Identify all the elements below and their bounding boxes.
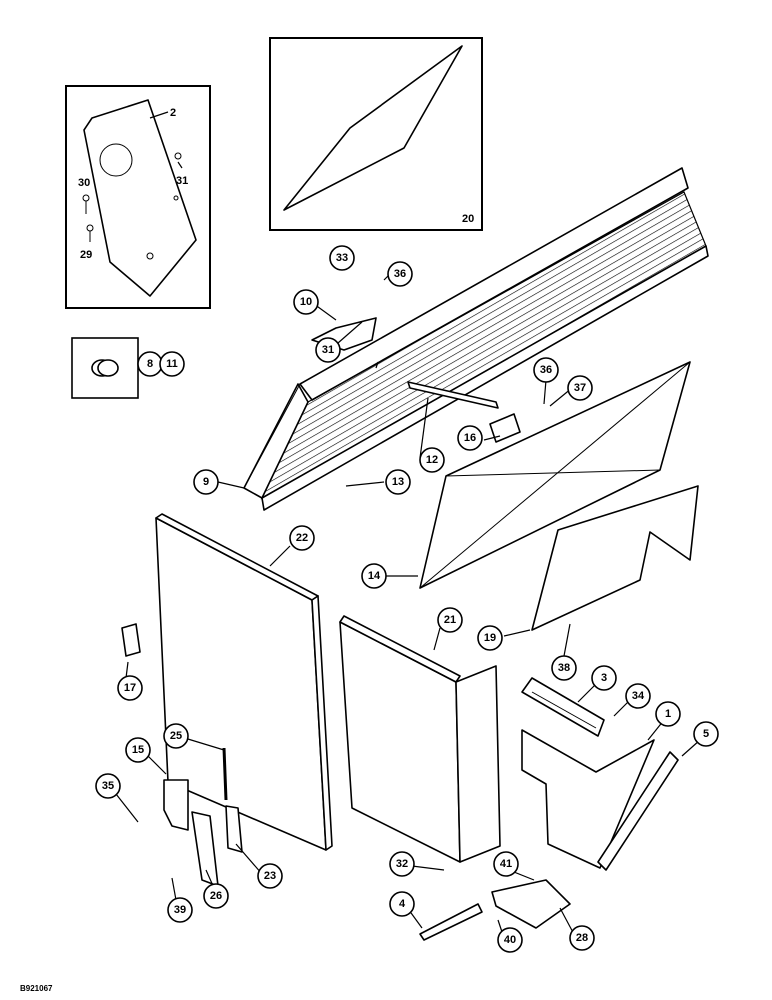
bracket-16 — [489, 413, 521, 443]
label-20: 20 — [462, 213, 474, 225]
callout-1: 1 — [655, 701, 681, 727]
label-2: 2 — [170, 107, 176, 119]
callout-40: 40 — [497, 927, 523, 953]
callout-22: 22 — [289, 525, 315, 551]
bracket-28 — [491, 879, 571, 929]
callout-9: 9 — [193, 469, 219, 495]
label-30: 30 — [78, 177, 90, 189]
callout-17: 17 — [117, 675, 143, 701]
svg-text:1: 1 — [665, 708, 671, 720]
callout-11: 11 — [159, 351, 185, 377]
svg-text:36: 36 — [394, 268, 406, 280]
svg-text:21: 21 — [444, 614, 456, 626]
callout-15: 15 — [125, 737, 151, 763]
svg-text:10: 10 — [300, 296, 312, 308]
svg-text:38: 38 — [558, 662, 570, 674]
callout-32: 32 — [389, 851, 415, 877]
svg-text:31: 31 — [322, 344, 334, 356]
svg-text:23: 23 — [264, 870, 276, 882]
svg-text:34: 34 — [632, 690, 645, 702]
svg-text:4: 4 — [399, 898, 406, 910]
callout-26: 26 — [203, 883, 229, 909]
strip-4 — [419, 903, 483, 941]
callout-36a: 36 — [387, 261, 413, 287]
svg-text:14: 14 — [368, 570, 381, 582]
callout-33: 33 — [329, 245, 355, 271]
callout-25: 25 — [163, 723, 189, 749]
label-29: 29 — [80, 249, 92, 261]
inset-box-part-2: 2 30 29 31 — [65, 85, 211, 309]
svg-text:15: 15 — [132, 744, 144, 756]
callout-3: 3 — [591, 665, 617, 691]
svg-text:35: 35 — [102, 780, 114, 792]
callout-21: 21 — [437, 607, 463, 633]
drawing-id: B921067 — [20, 984, 53, 993]
svg-text:8: 8 — [147, 358, 153, 370]
door-panel-22 — [155, 513, 333, 851]
svg-text:40: 40 — [504, 934, 516, 946]
svg-text:12: 12 — [426, 454, 438, 466]
bracket-1 — [521, 729, 655, 869]
svg-text:3: 3 — [601, 672, 607, 684]
rod-25 — [222, 747, 228, 801]
callout-31b: 31 — [315, 337, 341, 363]
callout-13: 13 — [385, 469, 411, 495]
svg-text:33: 33 — [336, 252, 348, 264]
callout-16: 16 — [457, 425, 483, 451]
nut-31 — [174, 152, 182, 160]
latch-17 — [121, 623, 141, 657]
svg-text:11: 11 — [166, 358, 178, 370]
bracket-15 — [163, 779, 189, 831]
cover-panel-20 — [283, 45, 463, 211]
svg-text:25: 25 — [170, 730, 182, 742]
panel-19 — [531, 485, 699, 631]
bracket-3 — [521, 677, 605, 737]
bracket-26 — [191, 811, 219, 887]
bolt-30 — [82, 194, 90, 214]
callout-23: 23 — [257, 863, 283, 889]
callout-35: 35 — [95, 773, 121, 799]
svg-text:13: 13 — [392, 476, 404, 488]
callout-14: 14 — [361, 563, 387, 589]
callout-19: 19 — [477, 625, 503, 651]
inset-box-part-20: 20 — [269, 37, 483, 231]
callout-12: 12 — [419, 447, 445, 473]
svg-text:39: 39 — [174, 904, 186, 916]
callout-4: 4 — [389, 891, 415, 917]
callout-38: 38 — [551, 655, 577, 681]
callout-37: 37 — [567, 375, 593, 401]
strip-5 — [597, 751, 679, 871]
callout-34: 34 — [625, 683, 651, 709]
box-panel-21 — [339, 615, 501, 863]
svg-text:26: 26 — [210, 890, 222, 902]
svg-text:41: 41 — [500, 858, 512, 870]
svg-text:16: 16 — [464, 432, 476, 444]
callout-41: 41 — [493, 851, 519, 877]
knob-box — [71, 337, 139, 399]
callout-39: 39 — [167, 897, 193, 923]
svg-text:17: 17 — [124, 682, 136, 694]
svg-text:32: 32 — [396, 858, 408, 870]
label-31a: 31 — [176, 175, 188, 187]
bolt-29 — [86, 224, 94, 242]
svg-text:28: 28 — [576, 932, 588, 944]
strip-12 — [407, 381, 499, 409]
svg-text:9: 9 — [203, 476, 209, 488]
callout-36b: 36 — [533, 357, 559, 383]
callout-8: 8 — [137, 351, 163, 377]
callout-5: 5 — [693, 721, 719, 747]
bracket-23 — [225, 805, 243, 853]
screen-panel-9 — [243, 167, 709, 511]
svg-text:36: 36 — [540, 364, 552, 376]
svg-text:5: 5 — [703, 728, 709, 740]
svg-text:37: 37 — [574, 382, 586, 394]
callout-28: 28 — [569, 925, 595, 951]
callout-10: 10 — [293, 289, 319, 315]
svg-text:19: 19 — [484, 632, 496, 644]
svg-text:22: 22 — [296, 532, 308, 544]
